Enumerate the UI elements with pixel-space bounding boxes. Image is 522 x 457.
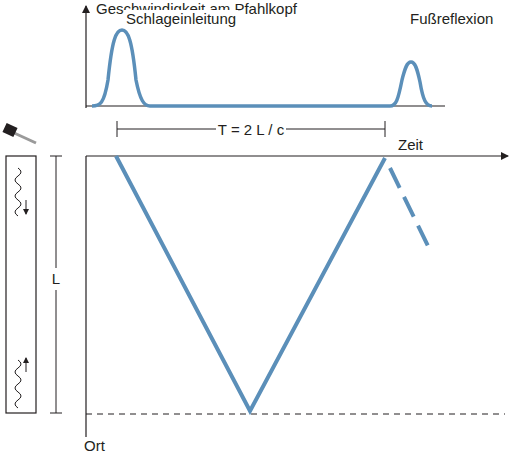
length-dimension: [56, 290, 57, 413]
wave-arrow-up: [26, 358, 27, 372]
wave-arrow-down: [26, 200, 27, 214]
time-axis: [86, 155, 508, 156]
location-axis: [85, 156, 86, 445]
pile: [6, 156, 36, 413]
length-dimension: [56, 156, 57, 268]
pulse-label: Fußreflexion: [408, 10, 495, 27]
dimension-label: L: [50, 270, 62, 287]
toe-line: [86, 414, 505, 415]
length-dimension: [50, 413, 62, 414]
wave-path: [116, 156, 385, 411]
wave-squiggle: [15, 168, 21, 216]
wave-path-continued: [390, 168, 430, 250]
axis-label: Ort: [82, 437, 107, 454]
hammer-icon: [2, 123, 36, 143]
pulse-label: Schlageinleitung: [124, 10, 238, 27]
axis-label: Zeit: [396, 136, 425, 153]
wave-squiggle: [15, 360, 21, 408]
velocity-axis: [85, 6, 86, 108]
period-label: T = 2 L / c: [216, 121, 286, 138]
velocity-signal: [92, 30, 432, 106]
length-dimension: [50, 156, 62, 157]
